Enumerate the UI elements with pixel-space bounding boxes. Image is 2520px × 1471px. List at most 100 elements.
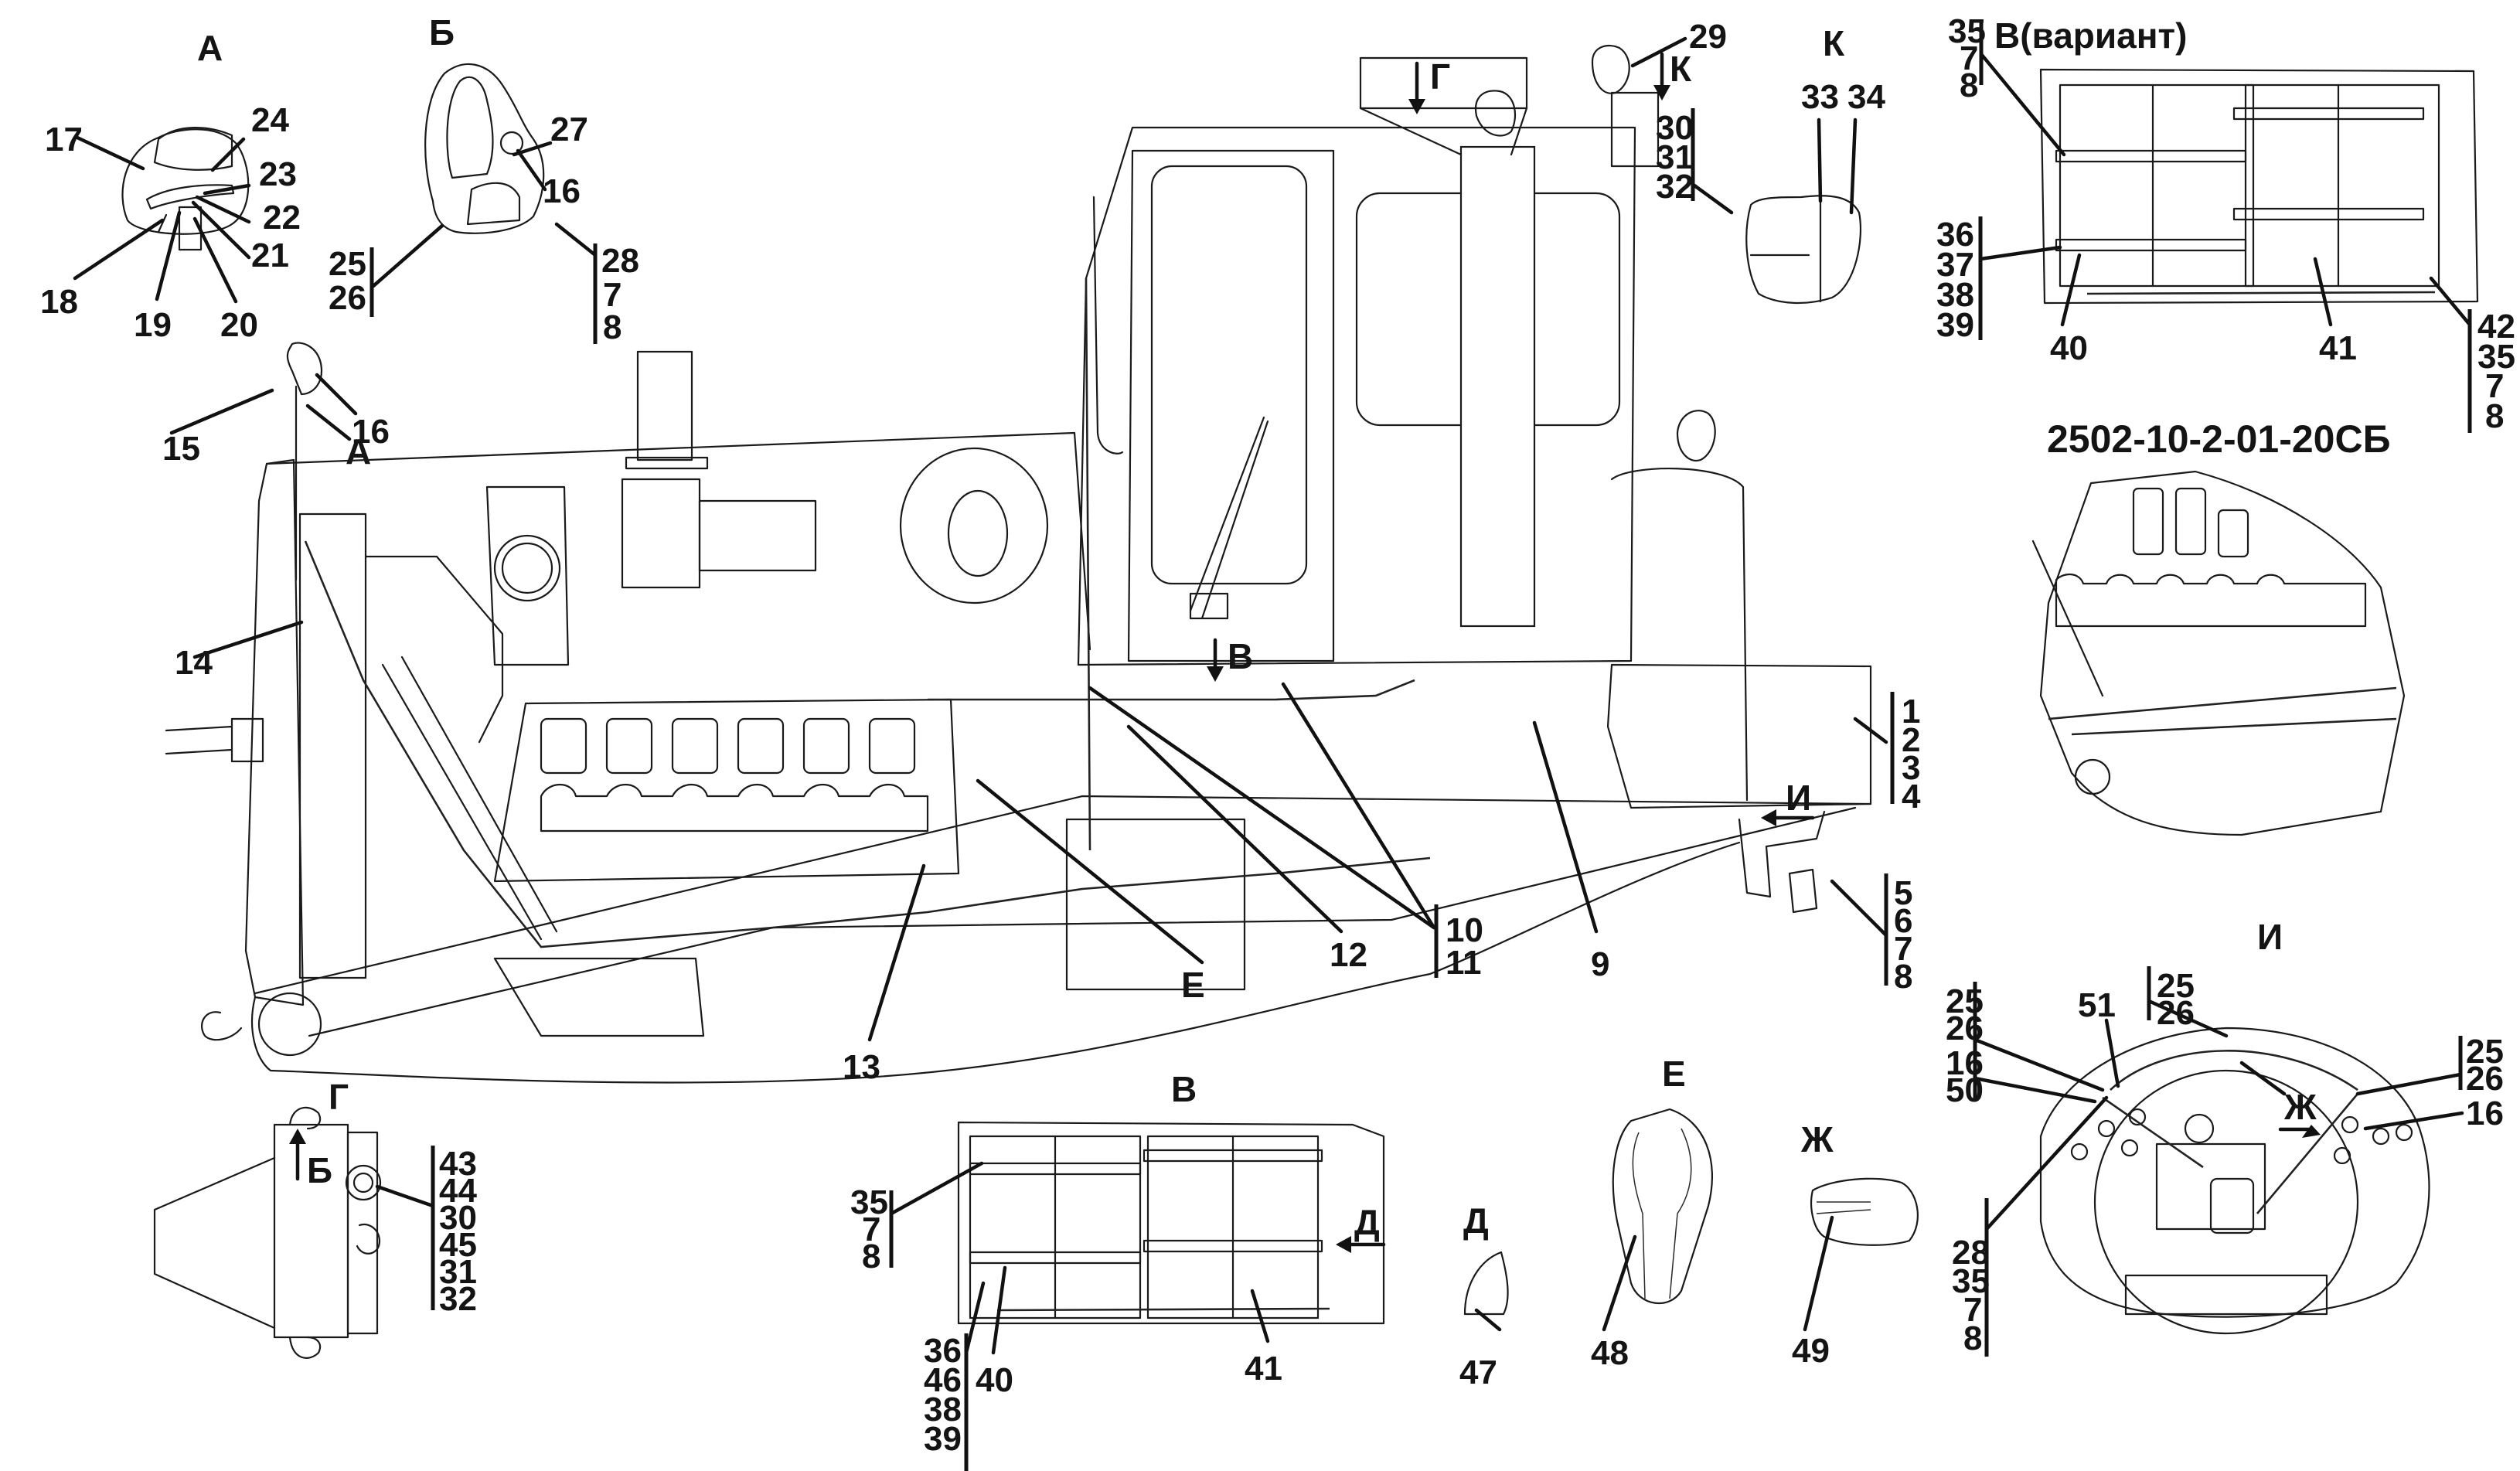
headlamp-pin [157,213,168,233]
callout-8-i: 8 [1963,1319,1982,1357]
leader-35-variant [1979,52,2066,157]
air-duct [698,499,817,572]
leader-a-arrow [305,404,352,441]
headlamp-body [121,128,250,235]
leader-33 [1817,117,1823,203]
callout-47: 47 [1459,1354,1497,1391]
leader-34 [1849,117,1858,215]
view-title-g: Г [329,1077,349,1117]
cab-door [1127,149,1335,662]
g-lamp-bottom [288,1336,322,1359]
hood-top [265,431,1091,651]
intake-round [493,534,561,602]
callout-6: 6 [1894,902,1912,940]
arrow-v-head [1207,666,1224,682]
lamp-switch [499,131,524,155]
callout-23: 23 [259,155,297,193]
callout-17: 17 [45,121,83,158]
leader-29 [1630,36,1687,68]
leader-25-26-i-right [2355,1072,2463,1096]
main-callouts: 14 1 2 3 4 5 6 7 8 9 10 11 12 13 Е 29 30… [175,18,1921,1086]
leader-43-32 [375,1184,435,1208]
callout-25-i-top: 25 [2157,967,2195,1005]
harness-upper [928,679,1415,701]
leader-16-i-right [2363,1111,2464,1131]
view-title-v-variant: В(вариант) [1994,15,2187,56]
callout-41-v: 41 [1245,1350,1282,1388]
view-title-b: Б [429,12,455,53]
leader-14 [192,620,304,659]
callout-25-i-left: 25 [1946,982,1984,1020]
callout-9: 9 [1591,945,1609,983]
callout-36-variant: 36 [1936,216,1974,254]
zh-outline [1810,1177,1919,1246]
view-k: К 33 34 [1745,23,1885,305]
callout-41-variant: 41 [2319,329,2357,367]
callout-24: 24 [251,101,289,139]
callout-15: 15 [162,430,200,468]
clamp-bar-variant-1 [2055,149,2247,163]
headlamp-rim [145,184,235,210]
exhaust-manifold [540,784,929,833]
cab-roof-beacon-mount [1610,91,1660,168]
callout-28-b: 28 [601,242,639,280]
rear-beacon-lamp [1676,410,1716,462]
callout-39-v: 39 [924,1420,962,1458]
view-title-zh: Ж [1800,1119,1834,1159]
view-a: А [121,28,250,251]
leader-25-26-b [371,223,444,288]
i-rear-disc [2093,1069,2359,1335]
leader-12 [1126,724,1343,934]
clamp-bar-variant-4 [2232,207,2425,221]
zh-cable [1816,1201,1871,1214]
view-b: Б [424,12,545,234]
leader-30-32 [1692,183,1734,215]
callout-7-v: 7 [862,1211,880,1248]
view-ref-v: В [1228,636,1253,676]
engine-detail-outline [2039,470,2406,836]
leader-28-b [554,222,598,257]
view-i: И Ж 25 26 51 16 50 [1946,917,2504,1357]
i-tow-eye [2184,1113,2215,1144]
callout-5: 5 [1894,874,1912,912]
leader-17 [75,135,145,171]
view-ref-d: Д [1354,1202,1380,1242]
view-ref-i: И [1786,778,1811,818]
leader-41-v [1250,1289,1270,1343]
g-lamp-side [346,1131,379,1335]
rear-lamp [1788,868,1818,914]
leader-22 [195,195,251,224]
leader-e [976,778,1204,965]
engine-detail-idler [2074,758,2111,795]
view-title-k: К [1823,23,1845,63]
callout-7-variant: 7 [1960,39,1978,77]
leader-24 [210,137,246,172]
coolant-pipe [364,555,504,744]
callout-35b-variant: 35 [2477,338,2515,376]
clamp-bar-variant-2 [2232,107,2425,121]
callout-38-v: 38 [924,1391,962,1428]
engine-cylinders [540,717,916,775]
hydraulic-couplings [165,717,264,763]
callout-2: 2 [1902,721,1920,759]
battery-cable-variant [2086,291,2436,295]
leader-15 [169,388,274,435]
callout-31: 31 [1656,138,1694,176]
callout-40-variant: 40 [2050,329,2088,367]
g-lamp-top [288,1106,322,1130]
i-bolts-right [2333,1115,2413,1165]
callout-29: 29 [1689,18,1727,56]
callout-30: 30 [1656,109,1694,147]
view-ref-k: К [1670,49,1692,89]
leader-36-variant [1978,245,2062,261]
callout-36-v: 36 [924,1332,962,1370]
view-g: Г Б 43 44 30 45 31 32 [153,1077,477,1359]
callout-1: 1 [1902,693,1920,730]
battery-variant-1 [2059,83,2255,288]
i-bolts-left [2070,1108,2147,1161]
callout-21: 21 [251,237,289,274]
callout-14: 14 [175,644,213,682]
clamp-bar-3 [969,1251,1142,1265]
k-lamp-housing [1745,195,1862,305]
callout-20: 20 [220,306,258,344]
